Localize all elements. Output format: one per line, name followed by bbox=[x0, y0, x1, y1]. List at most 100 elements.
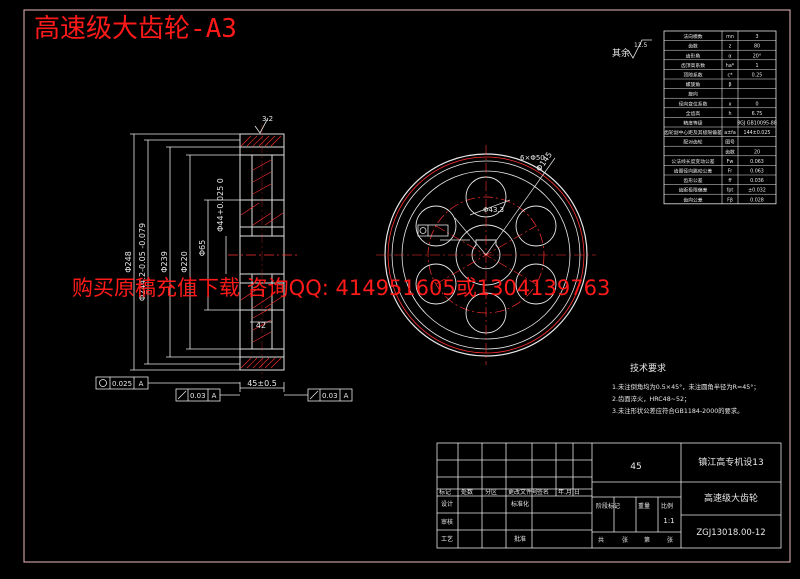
drawing-title: 高速级大齿轮-A3 bbox=[34, 14, 237, 44]
roughness-top: 3.2 bbox=[262, 115, 273, 123]
tb-school: 镇江高专机设13 bbox=[698, 456, 763, 468]
dim-tip-diameter: Φ244.2-0.05 -0.079 bbox=[138, 223, 147, 301]
param-cell: 精度等级 bbox=[683, 120, 702, 127]
param-cell: 公法线长度变动公差 bbox=[671, 158, 714, 165]
dim-hub-outer-diameter: Φ220 bbox=[180, 251, 189, 273]
roughness-value: 12.5 bbox=[634, 42, 648, 49]
drawing-border bbox=[23, 9, 791, 563]
tb-label-stage: 阶段标记 bbox=[596, 502, 620, 510]
param-cell: 0.063 bbox=[750, 159, 764, 165]
param-cell: 0 bbox=[755, 101, 758, 107]
param-cell: 8GJ GB10095-88 bbox=[737, 121, 777, 127]
tb-scale: 1:1 bbox=[663, 517, 674, 525]
tb-sheet-2: 张 bbox=[622, 536, 628, 544]
param-cell: 齿数 bbox=[688, 43, 698, 50]
tb-label-review: 审核 bbox=[441, 518, 453, 526]
param-cell: 齿距极限偏差 bbox=[679, 187, 708, 194]
dim-outer-diameter: Φ248 bbox=[124, 251, 133, 273]
tb-label-scale: 比例 bbox=[661, 502, 673, 510]
param-cell: x bbox=[729, 102, 732, 107]
param-cell: 齿数 bbox=[725, 148, 735, 155]
tb-label-process: 工艺 bbox=[441, 535, 453, 543]
roughness-note: 其余 bbox=[612, 47, 630, 59]
param-cell: Fr bbox=[728, 169, 732, 175]
param-cell: 法向模数 bbox=[683, 33, 702, 40]
param-cell: 20 bbox=[754, 149, 760, 155]
param-cell: 144±0.025 bbox=[744, 130, 771, 136]
param-cell: a±fa bbox=[724, 130, 736, 136]
tb-material: 45 bbox=[630, 462, 641, 472]
param-cell: ±0.032 bbox=[748, 188, 766, 194]
param-cell: 径向变位系数 bbox=[679, 100, 708, 107]
runout-frame-right bbox=[284, 388, 353, 402]
runout-left-ref: A bbox=[139, 380, 144, 388]
tech-line-1: 1.未注倒角均为0.5×45°，未注圆角半径为R=45°； bbox=[612, 382, 760, 391]
tech-requirements-heading: 技术要求 bbox=[630, 362, 666, 374]
param-cell: 齿向公差 bbox=[683, 196, 702, 203]
tb-drawing-no: ZGJ13018.00-12 bbox=[696, 528, 765, 538]
tb-label-mark: 标记 bbox=[439, 488, 451, 496]
runout-bottom-value: 0.03 bbox=[190, 392, 206, 400]
runout-left-value: 0.025 bbox=[112, 380, 132, 388]
param-cell: α bbox=[728, 54, 731, 59]
dim-width: 45±0.5 bbox=[247, 379, 277, 388]
param-cell: 齿轮副中心距及其极限偏差 bbox=[664, 129, 722, 136]
param-cell: 配对齿轮 bbox=[683, 139, 702, 146]
tb-sheet-1: 共 bbox=[598, 536, 604, 544]
param-cell: 0.036 bbox=[750, 178, 764, 184]
dim-holes: 6×Φ50 bbox=[520, 154, 545, 162]
runout-right-ref: A bbox=[344, 392, 349, 400]
tb-label-sign: 签名 bbox=[537, 488, 549, 496]
tb-label-zone: 分区 bbox=[485, 488, 497, 496]
runout-frame-left bbox=[95, 376, 240, 390]
title-block bbox=[436, 442, 782, 549]
param-cell: ha* bbox=[726, 63, 735, 69]
tb-label-weight: 重量 bbox=[638, 502, 650, 510]
param-cell: 旋向 bbox=[688, 91, 698, 98]
dim-root-diameter: Φ239 bbox=[160, 251, 169, 273]
runout-bottom-ref: A bbox=[212, 392, 217, 400]
tb-label-standardize: 标准化 bbox=[511, 500, 529, 508]
param-cell: 3 bbox=[755, 34, 758, 40]
front-view bbox=[376, 145, 596, 365]
param-cell: z bbox=[729, 45, 732, 50]
param-cell: 顶隙系数 bbox=[683, 72, 702, 79]
param-cell: 齿形公差 bbox=[683, 177, 702, 184]
param-cell: 全齿高 bbox=[686, 110, 701, 117]
dim-small-radius: Φ43.3 bbox=[483, 206, 504, 214]
runout-right-value: 0.03 bbox=[322, 392, 338, 400]
dim-bore-diameter: Φ44+0.025 0 bbox=[216, 178, 225, 232]
param-cell: c* bbox=[727, 73, 733, 79]
param-cell: 0.028 bbox=[750, 197, 764, 203]
tech-line-2: 2.齿面淬火，HRC48~52； bbox=[612, 394, 690, 403]
param-cell: 图号 bbox=[725, 140, 735, 146]
param-cell: mn bbox=[726, 35, 734, 40]
dim-hub-diameter: Φ65 bbox=[198, 240, 207, 256]
param-cell: 0.25 bbox=[752, 73, 763, 79]
tb-label-change: 更改文件号 bbox=[508, 488, 538, 496]
tb-part-name: 高速级大齿轮 bbox=[704, 492, 758, 504]
roughness-symbol bbox=[627, 39, 652, 59]
param-cell: fpt bbox=[727, 188, 734, 194]
tb-sheet-3: 第 bbox=[644, 536, 650, 544]
param-cell: Fw bbox=[727, 159, 734, 165]
param-cell: ff bbox=[728, 178, 732, 184]
section-view bbox=[130, 125, 298, 378]
tech-line-3: 3.未注形状公差应符合GB1184-2000的要求。 bbox=[612, 406, 743, 415]
watermark-text: 购买原稿充值下载 咨询QQ: 414951605或1304139763 bbox=[72, 276, 611, 300]
tb-label-approve: 批准 bbox=[514, 535, 526, 543]
tb-label-date: 年.月.日 bbox=[558, 488, 580, 496]
tb-sheet-4: 张 bbox=[667, 536, 673, 544]
param-cell: h bbox=[728, 111, 731, 117]
param-cell: 20° bbox=[753, 53, 762, 59]
dim-keyway: 42 bbox=[256, 321, 266, 330]
runout-frame-bottom bbox=[175, 388, 240, 402]
param-cell: 齿顶高系数 bbox=[681, 62, 705, 69]
param-cell: 80 bbox=[754, 44, 760, 50]
param-cell: 0.063 bbox=[750, 169, 764, 175]
param-cell: 1 bbox=[755, 63, 758, 69]
tb-label-count: 处数 bbox=[461, 488, 473, 496]
